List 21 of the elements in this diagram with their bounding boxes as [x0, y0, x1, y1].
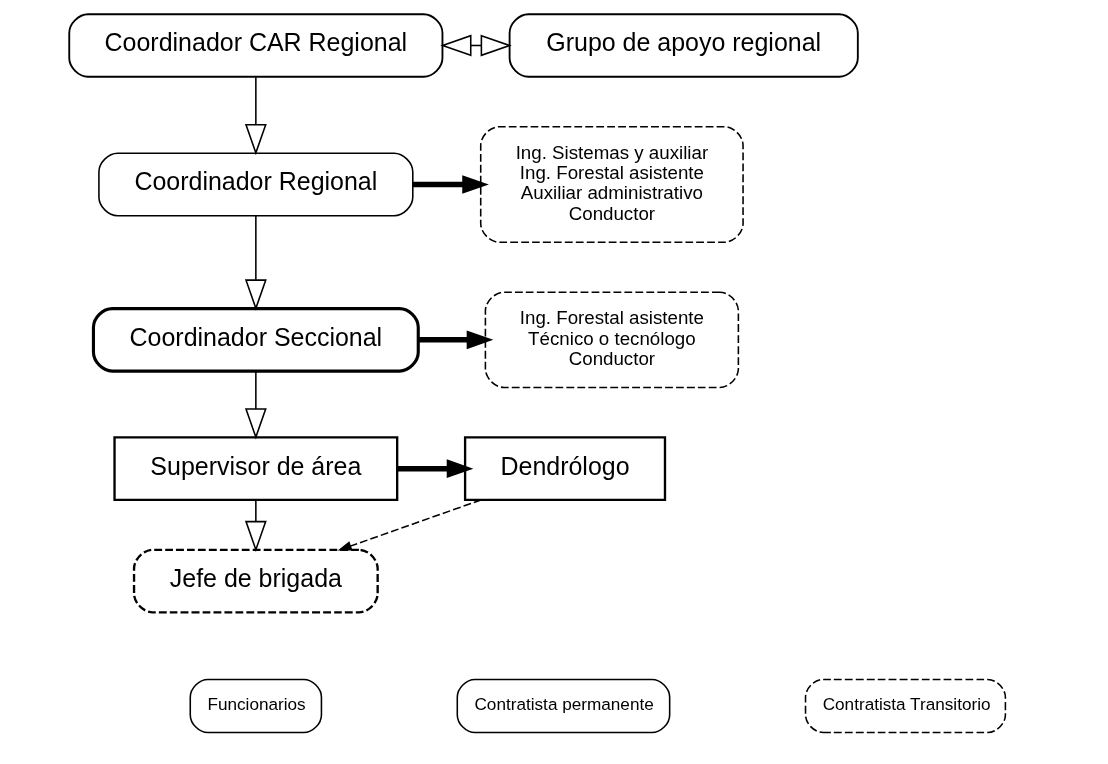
arrow	[244, 215, 267, 311]
node-box: Coordinador CAR Regional	[67, 13, 443, 78]
node-box: Coordinador Seccional	[91, 307, 420, 373]
node-box: Ing. Forestal asistente Técnico o tecnólogo Conductor	[484, 291, 739, 389]
arrow	[244, 370, 267, 440]
node-box: Coordinador Regional	[97, 152, 414, 217]
node-box: Jefe de brigada	[132, 548, 379, 614]
arrow	[418, 330, 493, 350]
legend-label: Contratista Transitorio	[822, 694, 991, 715]
arrow	[397, 459, 473, 478]
legend-label: Funcionarios	[206, 694, 306, 715]
node-box: Dendrólogo	[463, 436, 666, 502]
arrow	[244, 499, 267, 553]
legend-label: Contratista permanente	[473, 694, 654, 715]
arrow	[412, 175, 489, 194]
arrow	[337, 499, 482, 551]
node-box: Ing. Sistemas y auxiliar Ing. Forestal asistente Auxiliar administrativo Conductor	[479, 125, 744, 243]
arrow	[439, 34, 512, 57]
node-box: Grupo de apoyo regional	[508, 13, 859, 78]
arrow	[244, 76, 267, 156]
node-box: Supervisor de área	[112, 436, 398, 502]
